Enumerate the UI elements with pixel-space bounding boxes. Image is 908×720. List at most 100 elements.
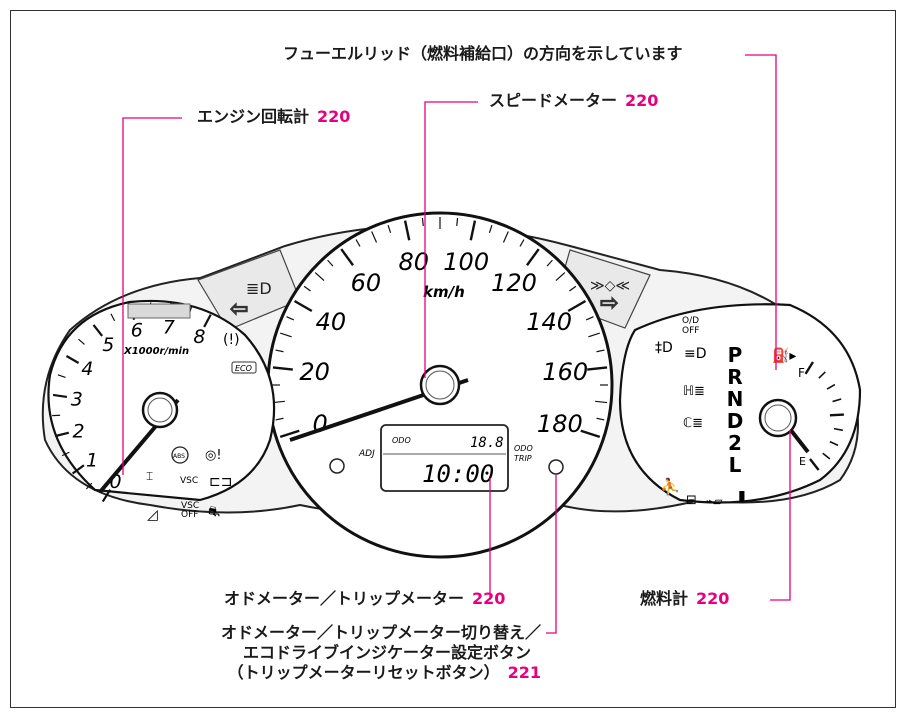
speedometer-ticks <box>272 217 608 439</box>
rpm-tick <box>110 313 116 322</box>
speed-tick <box>585 316 594 321</box>
speed-tick <box>286 316 295 321</box>
speed-tick <box>421 217 424 226</box>
odo-trip-button <box>548 459 564 475</box>
eco-label: ECO <box>235 364 252 373</box>
speed-tick <box>502 231 509 243</box>
adj-button <box>329 458 345 474</box>
fuel-empty-mark: E <box>799 455 806 468</box>
gear-letter: D <box>727 409 744 433</box>
leader-tachometer <box>122 117 182 475</box>
rpm-label: 1 <box>86 449 98 471</box>
odotrip-label-1: ODO <box>514 444 533 453</box>
callout-odo-button-line3: （トリップメーターリセットボタン） <box>227 663 500 682</box>
rpm-tick <box>101 489 112 503</box>
rpm-label: 6 <box>131 319 143 341</box>
odotrip-label-2: TRIP <box>514 454 532 463</box>
leader-odo-button <box>546 474 557 634</box>
callout-speedometer-page: 220 <box>625 91 659 110</box>
leader-speedometer <box>424 101 478 378</box>
speed-tick <box>567 299 587 313</box>
callout-odometer-page: 220 <box>472 589 506 608</box>
fuel-pump-icon: ⛽▸ <box>772 347 796 364</box>
rpm-label: 4 <box>81 358 93 380</box>
speed-tick <box>580 429 601 439</box>
fuel-tick <box>822 452 831 460</box>
rpm-tick <box>203 314 212 328</box>
callout-speedometer-text: スピードメーター <box>489 91 618 110</box>
gear-letter: L <box>729 453 742 477</box>
rpm-unit: X1000r/min <box>123 346 189 357</box>
speed-tick <box>555 272 566 282</box>
speed-tick <box>526 248 540 266</box>
speed-tick <box>588 332 600 338</box>
speed-label: 100 <box>443 248 489 276</box>
callout-tachometer-text: エンジン回転計 <box>197 107 310 126</box>
speed-tick <box>596 349 605 353</box>
speed-tick <box>519 239 525 247</box>
abs-label: ABS <box>173 453 185 460</box>
speed-tick <box>387 225 392 234</box>
gear-letter: R <box>727 365 742 389</box>
rpm-tick <box>52 393 68 399</box>
rpm-tick <box>65 355 80 364</box>
vsc-off-label-1: VSC <box>181 501 199 511</box>
coolant-hot-icon: ℍ≣ <box>683 384 705 399</box>
speed-tick <box>314 272 325 282</box>
fuel-tick <box>818 371 826 379</box>
callout-fuel-lid: フューエルリッド（燃料補給口）の方向を示しています <box>283 44 683 64</box>
rpm-label: 8 <box>193 326 205 348</box>
figure-frame <box>10 10 896 708</box>
battery-icon: ⊟ <box>686 493 697 508</box>
fuel-tick <box>804 361 814 375</box>
fuel-tick <box>826 383 836 390</box>
fuel-gauge-ticks <box>804 361 844 471</box>
lcd-clock: 10:00 <box>422 460 494 488</box>
leader-fuel-lid <box>745 54 777 370</box>
callout-odometer-text: オドメーター／トリップメーター <box>224 589 465 608</box>
rpm-label: 2 <box>72 420 84 442</box>
rpm-label: 5 <box>102 334 114 356</box>
callout-fuel-gauge-page: 220 <box>696 589 730 608</box>
speed-label: 140 <box>526 308 572 336</box>
callout-odo-button-page: 221 <box>507 663 541 682</box>
fuel-tick <box>829 413 844 417</box>
speed-tick <box>355 239 361 247</box>
turn-right-arrow-icon: ⇨ <box>600 291 618 316</box>
gear-letter: P <box>728 343 743 367</box>
rpm-tick <box>57 374 66 379</box>
speed-tick <box>546 259 553 267</box>
speed-tick <box>596 417 605 421</box>
speed-tick <box>403 220 411 241</box>
callout-fuel-lid-text: フューエルリッド（燃料補給口）の方向を示しています <box>283 44 683 63</box>
speed-unit: km/h <box>423 283 465 301</box>
callout-speedometer: スピードメーター 220 <box>489 91 658 111</box>
rpm-tick <box>92 324 103 337</box>
check-engine-icon: ⊏⊐ <box>209 474 232 490</box>
callout-odo-button: オドメーター／トリップメーター切り替え／ エコドライブインジケーター設定ボタン … <box>150 623 541 683</box>
speed-label: 120 <box>491 269 537 297</box>
lcd-odo-label: ODO <box>392 436 411 445</box>
brake-warning-icon: (!) <box>223 332 240 348</box>
vsc-off-label-2: OFF <box>181 510 198 520</box>
coolant-cold-icon: ℂ≣ <box>683 416 703 431</box>
speed-tick <box>371 231 378 243</box>
speed-label: 60 <box>351 269 382 297</box>
redzone <box>127 303 191 319</box>
fog-front-icon: ‡D <box>655 340 673 356</box>
rpm-tick <box>54 431 70 438</box>
lcd-trip-value: 18.8 <box>470 435 504 451</box>
turn-left-arrow-icon: ⇦ <box>230 297 248 322</box>
speed-label: 80 <box>399 248 430 276</box>
speed-tick <box>587 366 608 371</box>
leader-lines <box>122 54 791 634</box>
oil-pressure-icon: ⌁▱ <box>706 494 723 508</box>
callout-tachometer-page: 220 <box>317 107 351 126</box>
gear-letter: 2 <box>728 431 742 455</box>
speed-tick <box>303 285 311 292</box>
speed-hub <box>419 364 461 406</box>
gear-letter: N <box>727 387 744 411</box>
